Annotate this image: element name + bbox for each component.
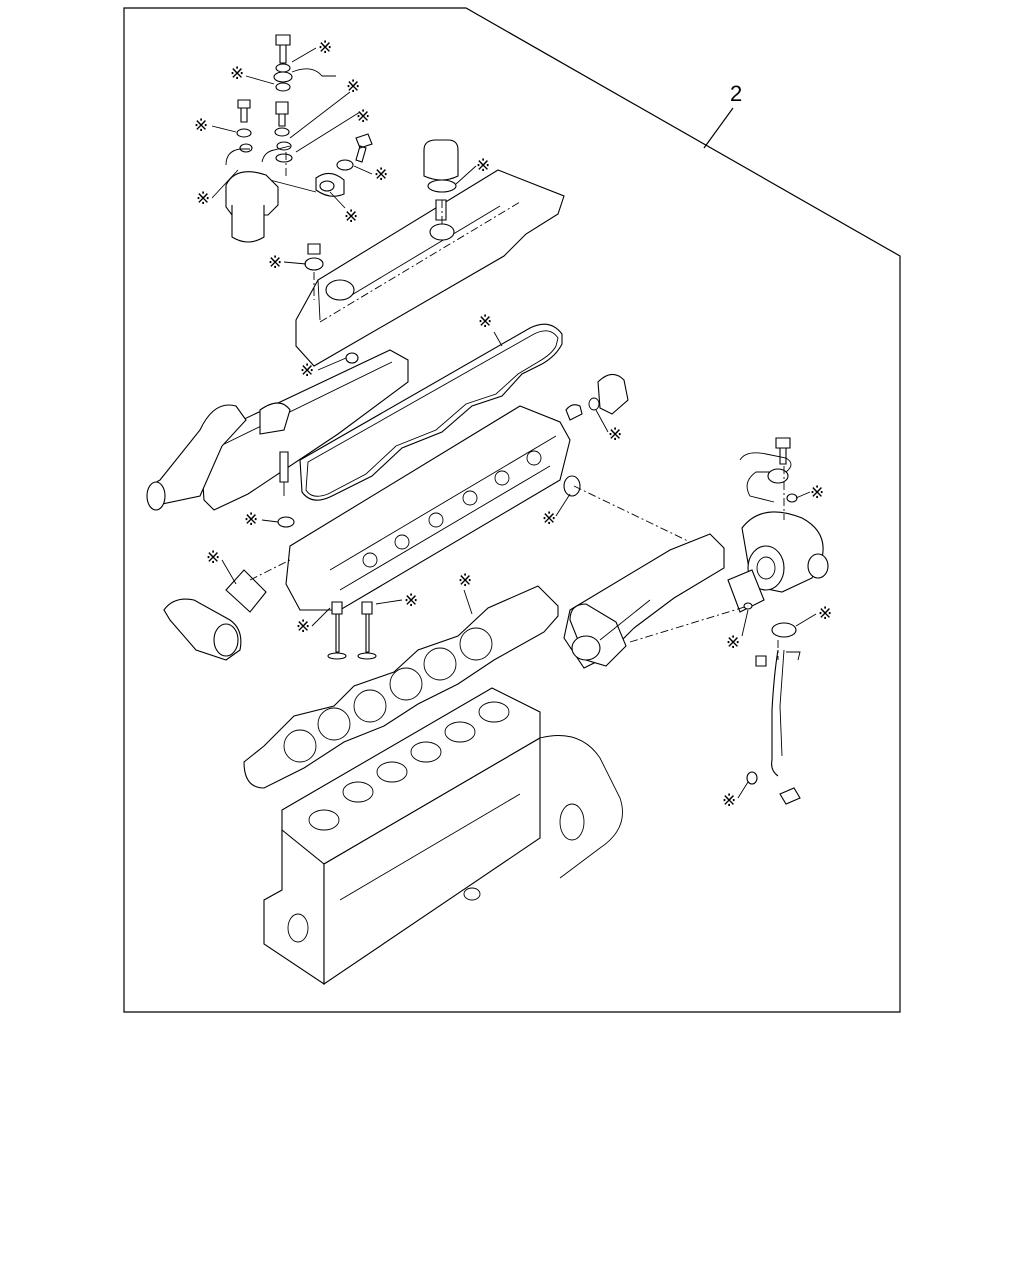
marker: ※	[722, 791, 736, 811]
marker: ※	[726, 633, 740, 653]
injector	[278, 452, 294, 527]
marker: ※	[810, 483, 824, 503]
cylinder-head	[286, 374, 628, 610]
marker: ※	[230, 64, 244, 84]
kit-markers: ※ ※ ※ ※ ※ ※ ※ ※ ※ ※ ※ ※ ※ ※ ※ ※ ※ ※ ※ ※ …	[194, 38, 832, 811]
marker: ※	[206, 548, 220, 568]
marker: ※	[542, 509, 556, 529]
turbocharger-group	[728, 438, 828, 804]
marker: ※	[344, 207, 358, 227]
marker: ※	[476, 156, 490, 176]
marker: ※	[244, 510, 258, 530]
marker: ※	[374, 165, 388, 185]
rocker-cover-gasket	[300, 324, 562, 500]
fuel-filter-group	[226, 35, 372, 242]
marker: ※	[356, 107, 370, 127]
callout-number: 2	[730, 81, 742, 106]
marker: ※	[346, 77, 360, 97]
marker: ※	[608, 425, 622, 445]
rocker-cover-group	[296, 140, 564, 366]
marker: ※	[318, 38, 332, 58]
marker: ※	[404, 591, 418, 611]
valves	[328, 602, 376, 659]
exhaust-manifold	[564, 476, 724, 668]
marker: ※	[268, 253, 282, 273]
cylinder-block	[264, 688, 623, 984]
marker: ※	[196, 189, 210, 209]
kit-frame	[124, 8, 900, 1012]
marker: ※	[478, 312, 492, 332]
intake-manifold	[147, 350, 408, 510]
marker: ※	[194, 116, 208, 136]
water-outlet	[164, 570, 266, 660]
marker: ※	[300, 361, 314, 381]
marker-leaders	[212, 48, 816, 798]
marker: ※	[296, 617, 310, 637]
head-gasket	[244, 586, 558, 788]
callout-leader	[704, 108, 733, 148]
marker: ※	[818, 604, 832, 624]
marker: ※	[458, 571, 472, 591]
assembly-lines	[250, 152, 784, 660]
